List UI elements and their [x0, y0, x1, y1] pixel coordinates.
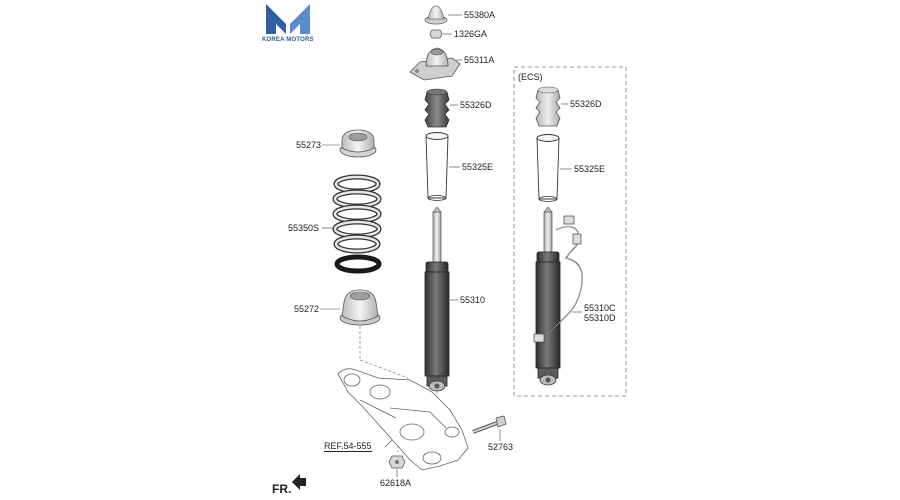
part-55350S-coil-spring: [332, 174, 382, 274]
label-55311A: 55311A: [464, 55, 495, 65]
lower-control-arm: [337, 368, 469, 471]
label-62618A: 62618A: [380, 478, 412, 488]
part-55310-shock-absorber: [424, 206, 450, 392]
front-direction-label: FR.: [272, 482, 292, 496]
label-ecs-55326D: 55326D: [570, 99, 602, 109]
part-55272-lower-seat: [339, 289, 381, 326]
logo-mark-icon: [266, 4, 310, 34]
label-ecs-55325E: 55325E: [574, 164, 606, 174]
part-1326GA-nut: [429, 29, 443, 39]
ecs-part-55310C-damper: [533, 206, 583, 386]
label-ref-54-555: REF.54-555: [324, 441, 372, 452]
ecs-part-55326D-bump-stopper: [535, 86, 561, 127]
label-55350S: 55350S: [288, 223, 320, 233]
label-55325E: 55325E: [462, 162, 494, 172]
label-55310: 55310: [460, 295, 486, 305]
part-55325E-dust-cover: [425, 132, 449, 201]
label-ecs-55310D: 55310D: [584, 313, 616, 323]
label-55273: 55273: [296, 140, 322, 150]
part-55311A-mount: [409, 47, 461, 81]
label-1326GA: 1326GA: [454, 29, 488, 39]
label-ecs-55310C: 55310C: [584, 303, 616, 313]
ecs-part-55325E-dust-cover: [536, 134, 560, 202]
label-55326D: 55326D: [460, 100, 492, 110]
label-55272: 55272: [294, 304, 320, 314]
part-52763-bolt: [472, 415, 507, 434]
part-55380A-cap: [424, 5, 448, 25]
ecs-group-title: (ECS): [518, 72, 543, 82]
ecs-group-box: [513, 66, 627, 397]
front-direction-arrow-icon: [292, 474, 306, 490]
logo-text: KOREA MOTORS: [262, 37, 314, 43]
label-52763: 52763: [488, 442, 514, 452]
part-55273-upper-seat: [339, 129, 377, 158]
part-55326D-bump-stopper: [424, 88, 450, 128]
part-62618A-nut: [388, 455, 406, 469]
label-55380A: 55380A: [464, 10, 496, 20]
